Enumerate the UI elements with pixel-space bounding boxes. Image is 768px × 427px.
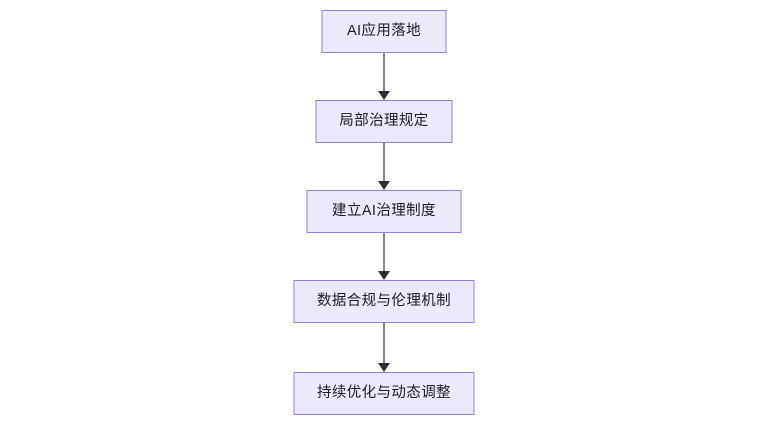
arrowhead-down-icon	[378, 91, 390, 100]
flowchart-node-3[interactable]: 建立AI治理制度	[306, 190, 462, 233]
flowchart-node-1-label: AI应用落地	[346, 23, 422, 40]
flowchart-node-5[interactable]: 持续优化与动态调整	[293, 372, 475, 415]
flowchart-edge-3	[377, 233, 391, 280]
arrowhead-down-icon	[378, 181, 390, 190]
flowchart-node-3-label: 建立AI治理制度	[332, 203, 436, 220]
flowchart-node-2[interactable]: 局部治理规定	[315, 100, 453, 143]
flowchart-node-1[interactable]: AI应用落地	[321, 10, 447, 53]
flowchart-node-4[interactable]: 数据合规与伦理机制	[293, 280, 475, 323]
edge-line	[383, 143, 385, 181]
flowchart-node-4-label: 数据合规与伦理机制	[316, 293, 452, 310]
edge-line	[383, 53, 385, 91]
flowchart-node-2-label: 局部治理规定	[339, 113, 429, 130]
flowchart-node-5-label: 持续优化与动态调整	[316, 385, 452, 402]
edge-line	[383, 233, 385, 271]
flowchart-edge-1	[377, 53, 391, 100]
arrowhead-down-icon	[378, 271, 390, 280]
arrowhead-down-icon	[378, 363, 390, 372]
flowchart-edge-4	[377, 323, 391, 372]
flowchart-edge-2	[377, 143, 391, 190]
edge-line	[383, 323, 385, 363]
